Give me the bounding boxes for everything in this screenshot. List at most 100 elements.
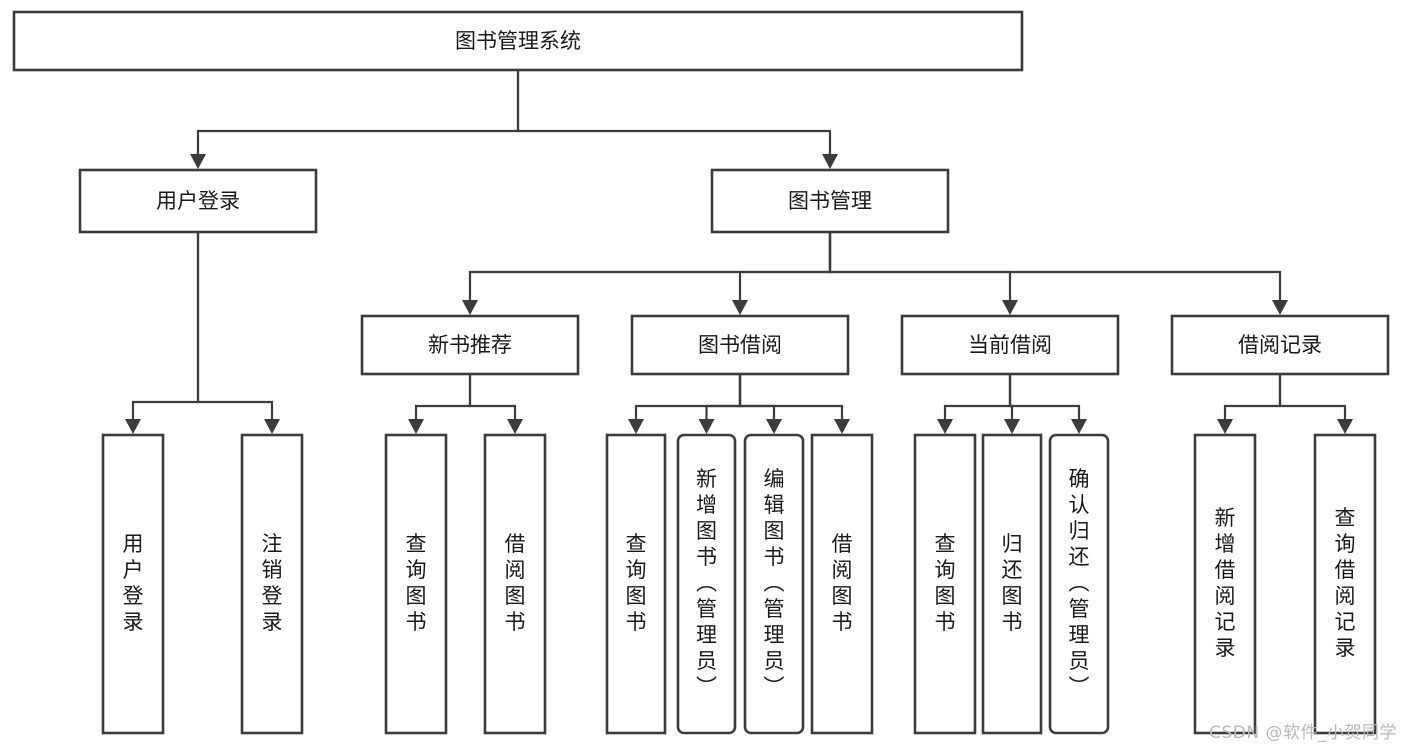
- connector-e-bm-cur: [828, 232, 1018, 315]
- arrow-head-icon: [462, 300, 478, 315]
- node-leaf-logout[interactable]: 注销登录: [240, 433, 304, 735]
- node-box-leaf-query-book-cur[interactable]: [913, 433, 977, 735]
- node-label-leaf-borrow-book: 借阅图书: [832, 532, 853, 634]
- connector-e-rec-l2: [468, 374, 523, 434]
- node-label-leaf-return-book: 归还图书: [1002, 532, 1023, 634]
- arrow-head-icon: [1004, 419, 1020, 434]
- node-box-book-borrow[interactable]: [630, 314, 850, 376]
- node-leaf-user-login[interactable]: 用户登录: [101, 433, 165, 735]
- connector-e-bm-borrow: [732, 232, 832, 315]
- node-leaf-query-book-cur[interactable]: 查询图书: [913, 433, 977, 735]
- arrow-head-icon: [698, 419, 715, 434]
- connector-e-borrow-l2: [698, 374, 742, 434]
- node-box-leaf-add-record[interactable]: [1193, 433, 1257, 735]
- connector-e-root-user-login: [190, 70, 520, 169]
- node-leaf-confirm-return-admin[interactable]: 确认归还︵管理员︶: [1048, 433, 1110, 735]
- node-box-current-borrow[interactable]: [900, 314, 1120, 376]
- node-box-leaf-confirm-return-admin[interactable]: [1048, 433, 1110, 735]
- node-label-leaf-add-book-admin: 新增图书︵管理员︶: [696, 467, 717, 699]
- connector-e-root-book-manage: [516, 70, 838, 169]
- connector-e-borrow-l1: [628, 374, 742, 434]
- connector-e-user-login-leaf2: [196, 232, 280, 434]
- node-label-leaf-query-record: 查询借阅记录: [1335, 506, 1356, 660]
- node-leaf-query-record[interactable]: 查询借阅记录: [1313, 433, 1377, 735]
- connector-e-cur-l3: [1008, 374, 1087, 434]
- node-leaf-query-book-borrow[interactable]: 查询图书: [605, 433, 667, 735]
- node-book-manage[interactable]: 图书管理: [710, 168, 950, 234]
- node-borrow-record[interactable]: 借阅记录: [1170, 314, 1390, 376]
- node-box-leaf-query-record[interactable]: [1313, 433, 1377, 735]
- node-leaf-add-book-admin[interactable]: 新增图书︵管理员︶: [676, 433, 737, 735]
- connector-e-rec-l1: [408, 374, 472, 434]
- arrow-head-icon: [264, 419, 280, 434]
- node-label-book-borrow: 图书借阅: [698, 333, 782, 357]
- node-label-leaf-edit-book-admin: 编辑图书︵管理员︶: [764, 467, 785, 699]
- node-label-root: 图书管理系统: [455, 29, 581, 53]
- node-box-leaf-add-book-admin[interactable]: [676, 433, 737, 735]
- node-label-new-book-recommend: 新书推荐: [428, 333, 512, 357]
- arrow-head-icon: [507, 419, 523, 434]
- node-label-user-login: 用户登录: [156, 189, 240, 213]
- node-box-leaf-borrow-book[interactable]: [810, 433, 874, 735]
- node-box-borrow-record[interactable]: [1170, 314, 1390, 376]
- arrow-head-icon: [190, 154, 206, 169]
- node-label-book-manage: 图书管理: [788, 189, 872, 213]
- watermark-text: CSDN @软件_小贺同学: [1209, 723, 1397, 743]
- node-label-leaf-borrow-book-rec: 借阅图书: [505, 532, 526, 634]
- connector-e-rcd-l1: [1217, 374, 1282, 434]
- node-leaf-query-book-rec[interactable]: 查询图书: [384, 433, 448, 735]
- arrow-head-icon: [1272, 300, 1288, 315]
- node-box-leaf-logout[interactable]: [240, 433, 304, 735]
- connector-e-borrow-l3: [738, 374, 782, 434]
- arrow-head-icon: [1337, 419, 1353, 434]
- node-box-leaf-borrow-book-rec[interactable]: [483, 433, 547, 735]
- node-new-book-recommend[interactable]: 新书推荐: [360, 314, 580, 376]
- arrow-head-icon: [822, 154, 838, 169]
- node-box-leaf-user-login[interactable]: [101, 433, 165, 735]
- arrow-head-icon: [1002, 300, 1018, 315]
- node-label-leaf-query-book-borrow: 查询图书: [626, 532, 647, 634]
- node-leaf-borrow-book-rec[interactable]: 借阅图书: [483, 433, 547, 735]
- node-box-leaf-query-book-borrow[interactable]: [605, 433, 667, 735]
- connector-layer: [125, 70, 1353, 434]
- arrow-head-icon: [766, 419, 782, 434]
- connector-e-user-login-leaf1: [125, 232, 200, 434]
- node-leaf-borrow-book[interactable]: 借阅图书: [810, 433, 874, 735]
- node-book-borrow[interactable]: 图书借阅: [630, 314, 850, 376]
- node-user-login[interactable]: 用户登录: [78, 168, 318, 234]
- connector-e-rcd-l2: [1278, 374, 1353, 434]
- node-box-new-book-recommend[interactable]: [360, 314, 580, 376]
- arrow-head-icon: [937, 419, 953, 434]
- connector-e-cur-l1: [937, 374, 1012, 434]
- node-label-current-borrow: 当前借阅: [968, 333, 1052, 357]
- connector-e-cur-l2: [1004, 374, 1020, 434]
- node-box-leaf-return-book[interactable]: [981, 433, 1043, 735]
- node-box-root[interactable]: [12, 10, 1024, 72]
- node-layer: 图书管理系统用户登录图书管理新书推荐图书借阅当前借阅借阅记录用户登录注销登录查询…: [12, 10, 1390, 735]
- node-root[interactable]: 图书管理系统: [12, 10, 1024, 72]
- node-box-book-manage[interactable]: [710, 168, 950, 234]
- arrow-head-icon: [125, 419, 141, 434]
- node-current-borrow[interactable]: 当前借阅: [900, 314, 1120, 376]
- node-box-leaf-edit-book-admin[interactable]: [743, 433, 805, 735]
- connector-e-borrow-l4: [738, 374, 850, 434]
- arrow-head-icon: [834, 419, 850, 434]
- arrow-head-icon: [1217, 419, 1233, 434]
- node-label-leaf-query-book-cur: 查询图书: [935, 532, 956, 634]
- arrow-head-icon: [628, 419, 644, 434]
- arrow-head-icon: [408, 419, 424, 434]
- node-box-leaf-query-book-rec[interactable]: [384, 433, 448, 735]
- node-leaf-return-book[interactable]: 归还图书: [981, 433, 1043, 735]
- node-label-borrow-record: 借阅记录: [1238, 333, 1322, 357]
- node-leaf-add-record[interactable]: 新增借阅记录: [1193, 433, 1257, 735]
- node-label-leaf-query-book-rec: 查询图书: [406, 532, 427, 634]
- node-leaf-edit-book-admin[interactable]: 编辑图书︵管理员︶: [743, 433, 805, 735]
- node-label-leaf-logout: 注销登录: [262, 532, 283, 634]
- node-label-leaf-confirm-return-admin: 确认归还︵管理员︶: [1069, 467, 1090, 699]
- connector-e-bm-rec: [462, 232, 832, 315]
- node-label-leaf-add-record: 新增借阅记录: [1215, 506, 1236, 660]
- arrow-head-icon: [732, 300, 748, 315]
- node-box-user-login[interactable]: [78, 168, 318, 234]
